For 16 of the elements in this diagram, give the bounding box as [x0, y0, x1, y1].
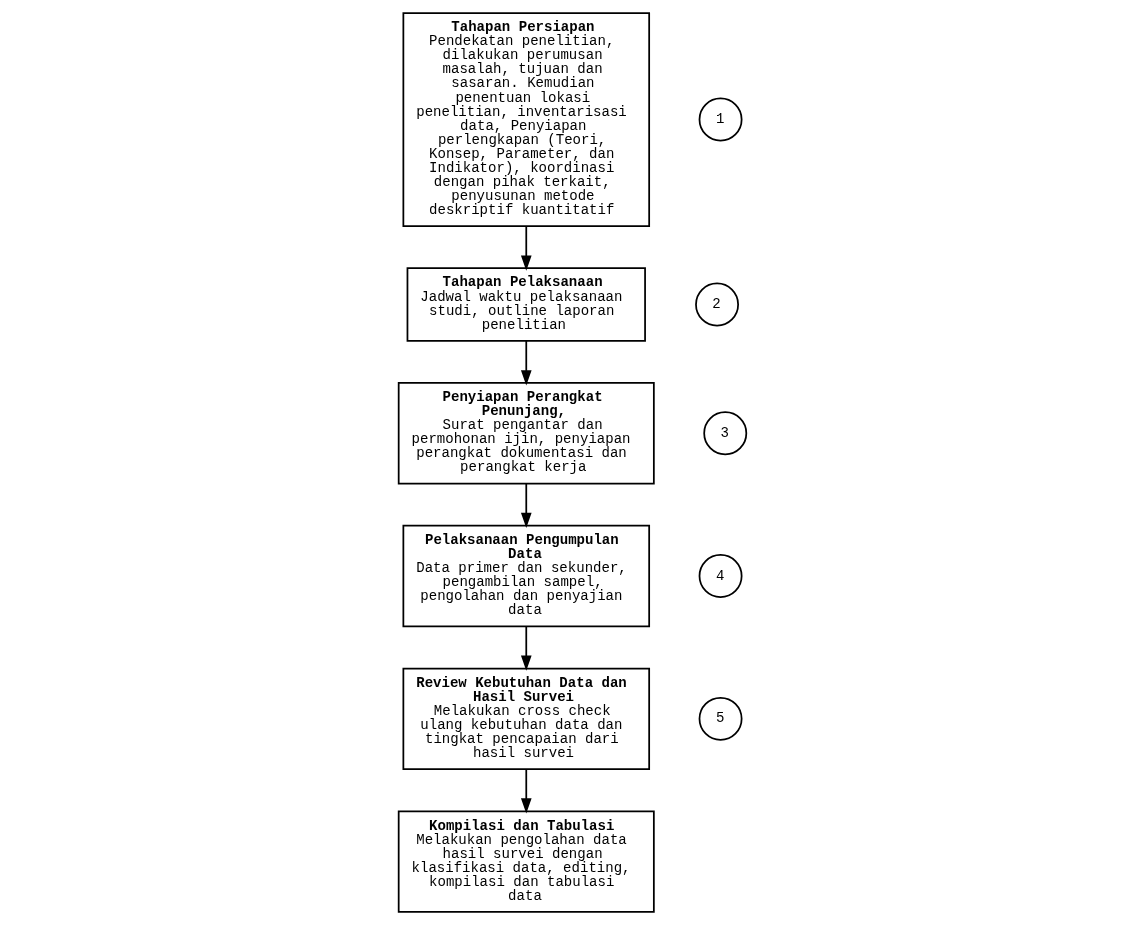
node-box: Review Kebutuhan Data dan Hasil Survei Melakukan cross check ulang kebutuhan data dan tingkat pencapaian dari hasil survei [402, 667, 650, 771]
arrow [520, 225, 532, 271]
node-circle: 2 [694, 282, 739, 327]
arrow [520, 483, 532, 528]
node-box: Tahapan Persiapan Pendekatan penelitian, dilakukan perumusan masalah, tujuan dan sasaran. Kemudian penentuan lokasi penelitian, inventarisasi data, Penyiapan perlengkapan (Teori, Konsep, Parameter, dan Indikator), koordinasi dengan pihak terkait, penyusunan metode deskriptif kuantitatif [402, 12, 650, 227]
node-circle: 4 [698, 554, 742, 598]
arrow [520, 340, 532, 386]
arrow [520, 768, 532, 814]
node-box: Penyiapan Perangkat Penunjang, Surat pengantar dan permohonan ijin, penyiapan perangkat dokumentasi dan perangkat kerja [397, 382, 655, 485]
node-box: Kompilasi dan Tabulasi Melakukan pengolahan data hasil survei dengan klasifikasi data, editing, kompilasi dan tabulasi data [397, 810, 655, 913]
node-circle: 5 [698, 696, 742, 741]
arrow [520, 625, 532, 671]
node-circle: 1 [698, 97, 742, 142]
node-box: Tahapan Pelaksanaan Jadwal waktu pelaksanaan studi, outline laporan penelitian [406, 267, 646, 342]
node-box: Pelaksanaan Pengumpulan Data Data primer dan sekunder, pengambilan sampel, pengolahan dan penyajian data [402, 524, 650, 628]
node-circle: 3 [702, 411, 747, 456]
